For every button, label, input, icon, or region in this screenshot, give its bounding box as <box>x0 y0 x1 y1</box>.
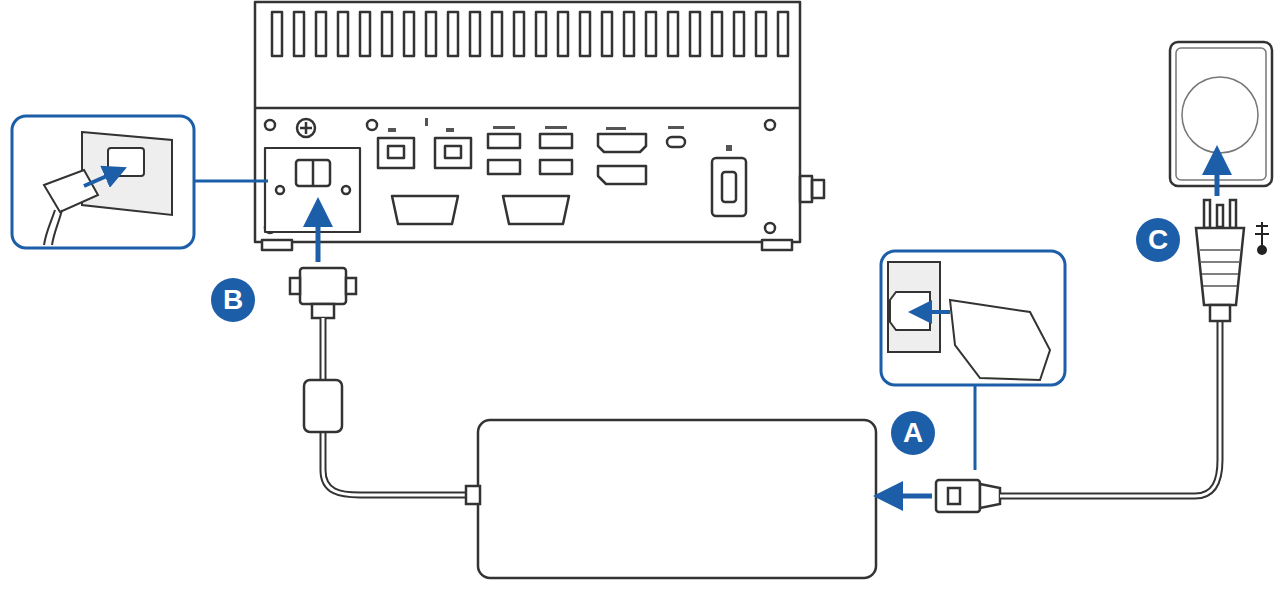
callout-letter: A <box>891 411 935 455</box>
heatsink-fin <box>712 12 722 56</box>
callout-letter: B <box>211 278 255 322</box>
heatsink-fin <box>624 12 634 56</box>
heatsink-fin <box>426 12 436 56</box>
heatsink-fin <box>404 12 414 56</box>
heatsink-fin <box>580 12 590 56</box>
heatsink-fin <box>602 12 612 56</box>
heatsink-fin <box>690 12 700 56</box>
heatsink-fin <box>734 12 744 56</box>
heatsink-fin <box>382 12 392 56</box>
heatsink-fin <box>492 12 502 56</box>
heatsink-fin <box>294 12 304 56</box>
heatsink-fin <box>448 12 458 56</box>
heatsink-fin <box>646 12 656 56</box>
heatsink-fin <box>470 12 480 56</box>
heatsink-fin <box>778 12 788 56</box>
heatsink-fin <box>272 12 282 56</box>
heatsink-fin <box>360 12 370 56</box>
heatsink-fin <box>536 12 546 56</box>
heatsink-fin <box>316 12 326 56</box>
callout-letter: C <box>1136 218 1180 262</box>
heatsink-fin <box>668 12 678 56</box>
heatsink-fin <box>338 12 348 56</box>
heatsink-fin <box>756 12 766 56</box>
heatsink-fin <box>558 12 568 56</box>
heatsink-fin <box>514 12 524 56</box>
